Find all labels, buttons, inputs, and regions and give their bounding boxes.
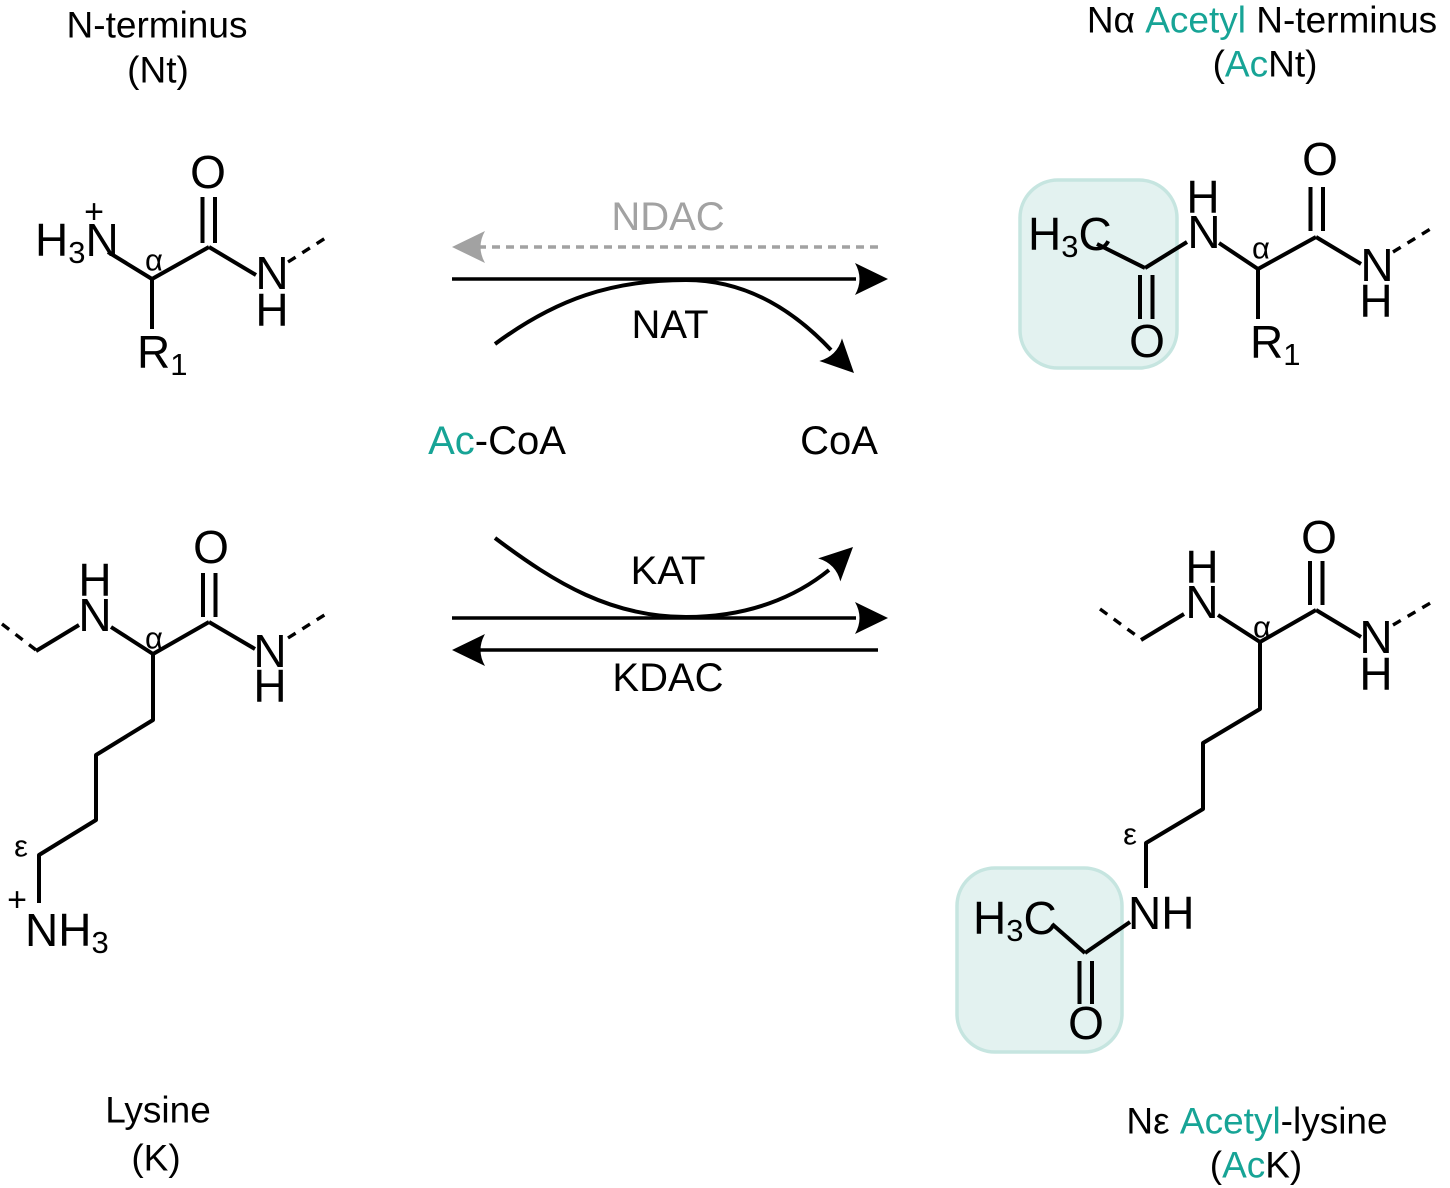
- nt-title-line1: N-terminus: [66, 4, 248, 46]
- ack-title1-post: -lysine: [1280, 1100, 1388, 1142]
- acnt-acetyl-o: O: [1129, 315, 1165, 367]
- lysine-epsilon-label: ε: [14, 828, 28, 864]
- ack-title2-post: K): [1265, 1144, 1303, 1186]
- lysine-ammonium-h: H: [58, 904, 92, 956]
- ack-epsilon-label: ε: [1123, 816, 1137, 852]
- ack-title-line1: Nε Acetyl-lysine: [1126, 1103, 1387, 1140]
- bottom-reaction-arrows: [452, 535, 888, 666]
- ack-methyl-c: C: [1023, 892, 1057, 944]
- nat-label: NAT: [631, 303, 709, 347]
- acnt-title-line1: Nα Acetyl N-terminus: [1087, 2, 1437, 39]
- acetyl-highlight-box-top: [1018, 178, 1179, 370]
- lysine-amide-n: N: [253, 625, 287, 677]
- lysine-title-line1: Lysine: [105, 1089, 211, 1131]
- ack-title1-pre: Nε: [1126, 1100, 1180, 1142]
- nt-amine-n: N: [85, 214, 119, 266]
- ack-title2-ac: Ac: [1222, 1144, 1266, 1186]
- lysine-backbone-h: H: [78, 554, 112, 606]
- acnt-r-base: R: [1250, 316, 1284, 368]
- nt-amine-subscript: 3: [68, 235, 86, 270]
- nat-arrowhead: [855, 263, 888, 295]
- lysine-amide-h: H: [253, 660, 287, 712]
- ack-structure-bonds: [1050, 561, 1433, 1004]
- ack-carbonyl-o: O: [1301, 511, 1337, 563]
- accoa-coa: -CoA: [474, 419, 566, 463]
- acnt-methyl-h: H: [1028, 208, 1062, 260]
- nt-amide-n: N: [255, 247, 289, 299]
- ack-title2-pre: (: [1209, 1144, 1223, 1186]
- ack-title-line2: (AcK): [1210, 1147, 1303, 1184]
- nt-alpha-label: α: [145, 242, 163, 278]
- acnt-methyl-c: C: [1078, 208, 1112, 260]
- ack-link-nh: NH: [1128, 887, 1195, 939]
- acnt-title-line2: (AcNt): [1213, 46, 1318, 83]
- coa-label: CoA: [800, 419, 878, 463]
- ndac-label: NDAC: [611, 195, 725, 239]
- lysine-ammonium-n: N: [25, 904, 59, 956]
- acnt-title2-ac: Ac: [1224, 43, 1269, 85]
- accoa-ac: Ac: [428, 419, 475, 463]
- nt-amine-h: H: [35, 214, 69, 266]
- ack-acetyl-o: O: [1068, 997, 1104, 1049]
- acnt-link-h: H: [1186, 171, 1220, 223]
- kdac-label: KDAC: [612, 656, 724, 700]
- acnt-amide-n: N: [1360, 239, 1394, 291]
- lysine-backbone-n: N: [78, 589, 112, 641]
- ack-methyl-h: H: [973, 892, 1007, 944]
- acnt-title1-acetyl: Acetyl: [1145, 0, 1246, 41]
- nt-plus-charge: +: [84, 193, 104, 231]
- nt-r-base: R: [137, 326, 171, 378]
- acnt-title2-pre: (: [1212, 43, 1225, 85]
- ack-amide-h: H: [1359, 648, 1393, 700]
- lysine-structure-bonds: [0, 573, 327, 903]
- acnt-title2-post: Nt): [1268, 43, 1318, 85]
- ack-amide-n: N: [1359, 611, 1393, 663]
- accoa-label: Ac-CoA: [428, 421, 566, 461]
- lysine-plus-charge: +: [7, 881, 27, 919]
- acnt-title1-post: N-terminus: [1245, 0, 1438, 41]
- nt-carbonyl-o: O: [190, 146, 226, 198]
- nt-amide-h: H: [255, 284, 289, 336]
- acnt-methyl-subscript: 3: [1061, 229, 1079, 264]
- nt-structure-bonds: [106, 197, 328, 329]
- top-reaction-arrows: [452, 231, 888, 385]
- ack-backbone-n: N: [1185, 576, 1219, 628]
- ndac-arrowhead: [452, 231, 485, 263]
- kdac-arrowhead: [452, 634, 485, 666]
- kat-label: KAT: [630, 549, 706, 593]
- nat-cofactor-curve: [493, 277, 833, 352]
- acetyl-highlight-box-bottom: [955, 866, 1124, 1054]
- kat-arrowhead: [855, 602, 888, 634]
- acnt-carbonyl-o: O: [1302, 133, 1338, 185]
- nt-r-subscript: 1: [170, 347, 188, 382]
- lysine-ammonium-subscript: 3: [91, 925, 109, 960]
- ack-methyl-subscript: 3: [1006, 913, 1024, 948]
- acnt-r-subscript: 1: [1283, 337, 1301, 372]
- acnt-alpha-label: α: [1252, 230, 1270, 266]
- ack-link-nh-label: NH: [1128, 890, 1194, 936]
- ack-backbone-h: H: [1185, 541, 1219, 593]
- ack-alpha-label: α: [1253, 609, 1271, 645]
- acnt-structure-bonds: [1096, 187, 1433, 319]
- acnt-title1-pre: Nα: [1086, 0, 1146, 41]
- ack-title1-acetyl: Acetyl: [1179, 1100, 1281, 1142]
- nt-title-line2: (Nt): [127, 49, 189, 91]
- lysine-carbonyl-o: O: [193, 521, 229, 573]
- lysine-title-line2: (K): [131, 1137, 181, 1179]
- lysine-alpha-label: α: [145, 620, 163, 656]
- acnt-amide-h: H: [1359, 275, 1393, 327]
- acnt-link-n: N: [1187, 206, 1221, 258]
